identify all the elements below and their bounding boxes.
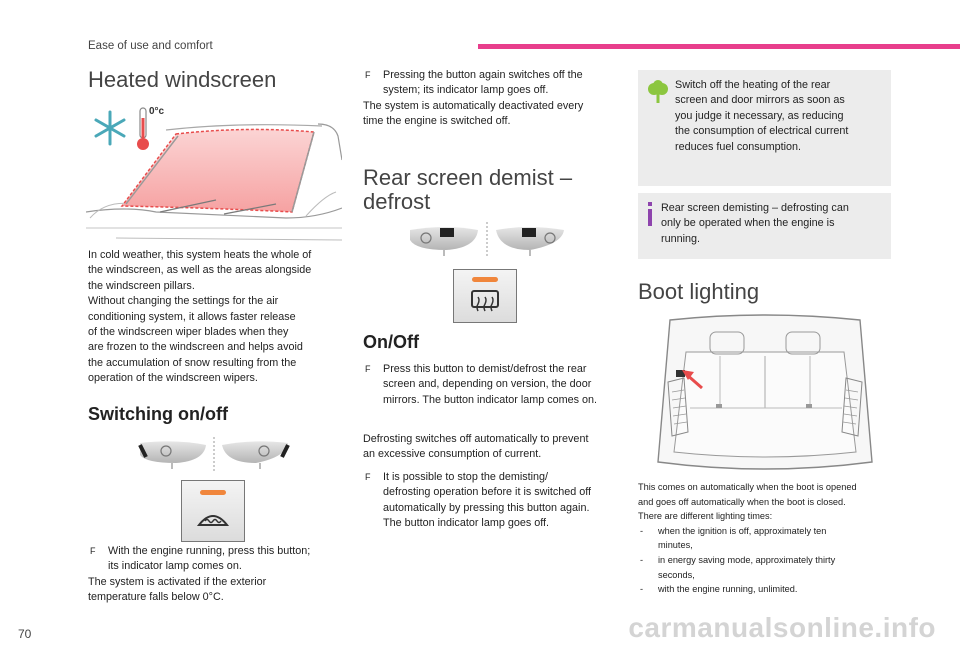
text-line: Rear screen demisting – defrosting can [661,202,849,214]
snowflake-thermometer-icon [94,107,149,150]
text-line: defrosting operation before it is switch… [383,486,592,499]
text-line: The button indicator lamp goes off. [383,517,550,530]
text-line: Without changing the settings for the ai… [88,295,279,308]
list-item: - with the engine running, unlimited. [638,582,900,597]
text-line: with the engine running, unlimited. [658,584,798,595]
bullet-marker: F [365,364,371,374]
text-line: Press this button to demist/defrost the … [383,363,587,375]
text-line: operation of the windscreen wipers. [88,372,258,385]
text-line: Defrosting switches off automatically to… [363,433,589,445]
text-line: and goes off automatically when the boot… [638,496,846,507]
text-line: This comes on automatically when the boo… [638,482,857,492]
text-line: Pressing the button again switches off t… [383,69,583,81]
text-line: the consumption of electrical current [675,125,849,138]
step-item: F Press this button to demist/defrost th… [363,362,625,408]
bullet-marker: F [90,546,96,556]
list-item: - when the ignition is off, approximatel… [638,524,900,553]
list-item: - in energy saving mode, approximately t… [638,553,900,582]
text-line: minutes, [658,540,693,551]
text-line: screen and door mirrors as soon as [675,94,845,107]
boot-lighting-title: Boot lighting [638,279,760,304]
text-line: in energy saving mode, approximately thi… [658,554,836,565]
header-accent-bar [478,44,960,49]
rear-demist-button[interactable] [453,269,517,323]
text-line: Switch off the heating of the rear [675,79,831,91]
text-line: are frozen to the windscreen and helps a… [88,341,303,354]
text-line: its indicator lamp comes on. [108,560,242,573]
eco-note-box: Switch off the heating of the rear scree… [638,70,891,186]
text-line: only be operated when the engine is [661,217,835,230]
switching-off-text: F Pressing the button again switches off… [363,68,625,130]
text-line: seconds, [658,569,695,580]
title-line: Rear screen demist – [363,165,573,190]
page-number: 70 [18,627,32,641]
windscreen-heat-icon [196,515,230,526]
text-line: mirrors. The button indicator lamp comes… [383,393,598,406]
text-line: It is possible to stop the demisting/ [383,471,549,483]
rear-auto-off-text: Defrosting switches off automatically to… [363,432,625,463]
info-note-box: Rear screen demisting – defrosting can o… [638,193,891,259]
text-line: temperature falls below 0°C. [88,591,224,604]
heated-description: In cold weather, this system heats the w… [88,248,350,387]
text-line: system; its indicator lamp goes off. [383,84,549,97]
rear-step-2: F It is possible to stop the demisting/ … [363,470,625,532]
switching-title: Switching on/off [88,404,228,424]
text-line: the accumulation of snow resulting from … [88,356,297,369]
text-line: automatically by pressing this button ag… [383,501,590,514]
text-line: The system is automatically deactivated … [363,99,584,112]
step-item: F It is possible to stop the demisting/ … [363,470,625,532]
step-item: F With the engine running, press this bu… [88,544,350,575]
text-line: In cold weather, this system heats the w… [88,249,312,261]
info-note-text: Rear screen demisting – defrosting can o… [661,201,886,247]
text-line: There are different lighting times: [638,511,773,522]
text-line: time the engine is switched off. [363,115,511,128]
indicator-lamp-icon [200,490,226,495]
dash-marker: - [640,554,644,565]
info-icon [648,202,652,226]
section-label: Ease of use and comfort [88,40,213,52]
text-line: an excessive consumption of current. [363,448,542,461]
heated-windscreen-button[interactable] [181,480,245,542]
text-line: the windscreen pillars. [88,279,195,292]
text-line: the windscreen, as well as the areas alo… [88,264,312,277]
switching-instructions: F With the engine running, press this bu… [88,544,350,606]
text-line: The system is activated if the exterior [88,575,267,588]
heated-windscreen-title: Heated windscreen [88,67,277,92]
eco-note-text: Switch off the heating of the rear scree… [675,78,885,155]
step-item: F Pressing the button again switches off… [363,68,625,99]
watermark: carmanualsonline.info [628,612,936,643]
dash-marker: - [640,584,644,595]
dash-marker: - [640,525,644,536]
onoff-title: On/Off [363,332,419,352]
eco-tree-icon [648,80,668,103]
bullet-marker: F [365,472,371,482]
bullet-marker: F [365,70,371,80]
rear-screen-heat-icon [471,290,499,312]
text-line: running. [661,232,701,245]
text-line: reduces fuel consumption. [675,140,802,153]
text-line: when the ignition is off, approximately … [658,525,827,536]
rear-mirrors-icon [410,222,564,258]
temperature-label: 0°c [149,106,165,117]
text-line: you judge it necessary, as reducing [675,109,844,122]
door-mirrors-icon [138,437,290,471]
windscreen-illustration [86,123,342,241]
text-line: screen and, depending on version, the do… [383,378,592,391]
rear-step-1: F Press this button to demist/defrost th… [363,362,625,408]
rear-demist-title: Rear screen demist – defrost [363,166,572,214]
text-line: of the windscreen wiper blades when they [88,326,289,339]
text-line: conditioning system, it allows faster re… [88,310,296,323]
text-line: With the engine running, press this butt… [108,545,311,557]
boot-description: This comes on automatically when the boo… [638,480,900,597]
boot-illustration [657,314,873,470]
title-line: defrost [363,189,431,214]
indicator-lamp-icon [472,277,498,282]
